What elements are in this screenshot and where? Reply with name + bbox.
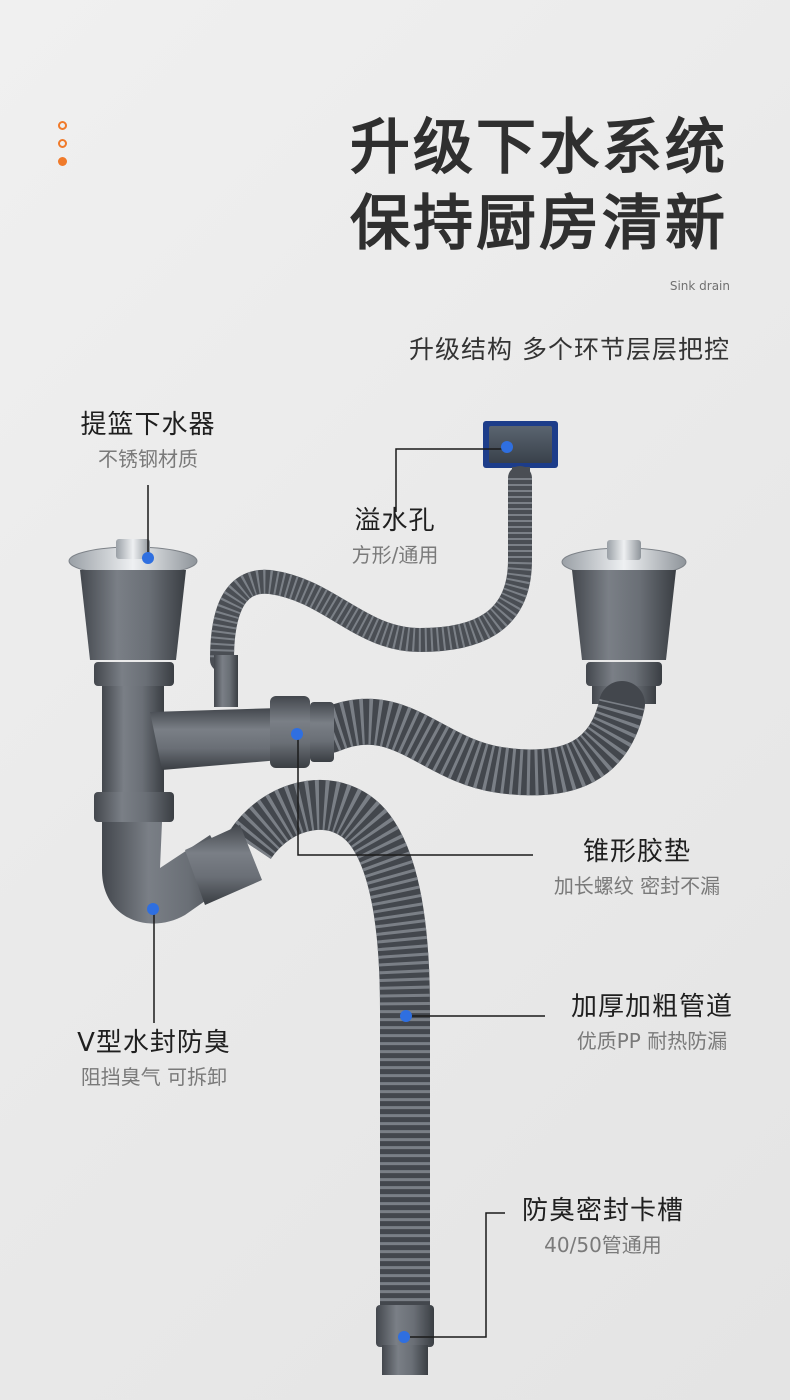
v-trap xyxy=(102,822,262,924)
callout-desc: 优质PP 耐热防漏 xyxy=(576,1029,728,1054)
title-line-1: 升级下水系统 xyxy=(350,113,728,183)
tee-branch xyxy=(150,696,334,770)
callout-v-trap: V型水封防臭 阻挡臭气 可拆卸 xyxy=(64,1028,244,1089)
marker-gasket xyxy=(291,728,303,740)
marker-seal xyxy=(398,1331,410,1343)
title-line-2: 保持厨房清新 xyxy=(350,189,728,259)
callout-overflow-hole: 溢水孔 方形/通用 xyxy=(335,506,455,567)
title-english: Sink drain xyxy=(669,279,730,293)
callout-cone-gasket: 锥形胶垫 加长螺纹 密封不漏 xyxy=(537,837,737,898)
callout-title: 锥形胶垫 xyxy=(582,837,691,867)
dot-filled xyxy=(58,157,67,166)
marker-pipe xyxy=(400,1010,412,1022)
subtitle: 升级结构 多个环节层层把控 xyxy=(409,335,730,364)
callout-title: 提篮下水器 xyxy=(80,410,216,440)
leader-lines xyxy=(147,448,545,1338)
callout-title: 防臭密封卡槽 xyxy=(521,1196,684,1226)
callout-title: V型水封防臭 xyxy=(77,1028,231,1058)
callout-title: 加厚加粗管道 xyxy=(570,992,733,1022)
right-basket-drain xyxy=(561,540,687,704)
marker-trap xyxy=(147,903,159,915)
callout-desc: 方形/通用 xyxy=(351,543,439,568)
horizontal-hose xyxy=(307,681,645,796)
callout-desc: 不锈钢材质 xyxy=(98,447,198,472)
overflow-hose xyxy=(210,466,532,672)
left-basket-drain xyxy=(68,539,198,822)
marker-overflow xyxy=(501,441,513,453)
markers xyxy=(142,441,513,1343)
callout-title: 溢水孔 xyxy=(354,506,436,536)
dot-ring xyxy=(58,121,67,130)
callout-desc: 阻挡臭气 可拆卸 xyxy=(80,1065,228,1090)
callout-odor-seal: 防臭密封卡槽 40/50管通用 xyxy=(508,1196,698,1257)
overflow-connector xyxy=(214,655,238,707)
dot-ring xyxy=(58,139,67,148)
callout-thick-pipe: 加厚加粗管道 优质PP 耐热防漏 xyxy=(552,992,752,1053)
callout-basket-drain: 提篮下水器 不锈钢材质 xyxy=(73,410,223,471)
marker-basket xyxy=(142,552,154,564)
main-drain-hose xyxy=(229,780,430,1310)
callout-desc: 40/50管通用 xyxy=(544,1233,662,1258)
callout-desc: 加长螺纹 密封不漏 xyxy=(553,874,721,899)
decorative-dots xyxy=(58,121,70,175)
